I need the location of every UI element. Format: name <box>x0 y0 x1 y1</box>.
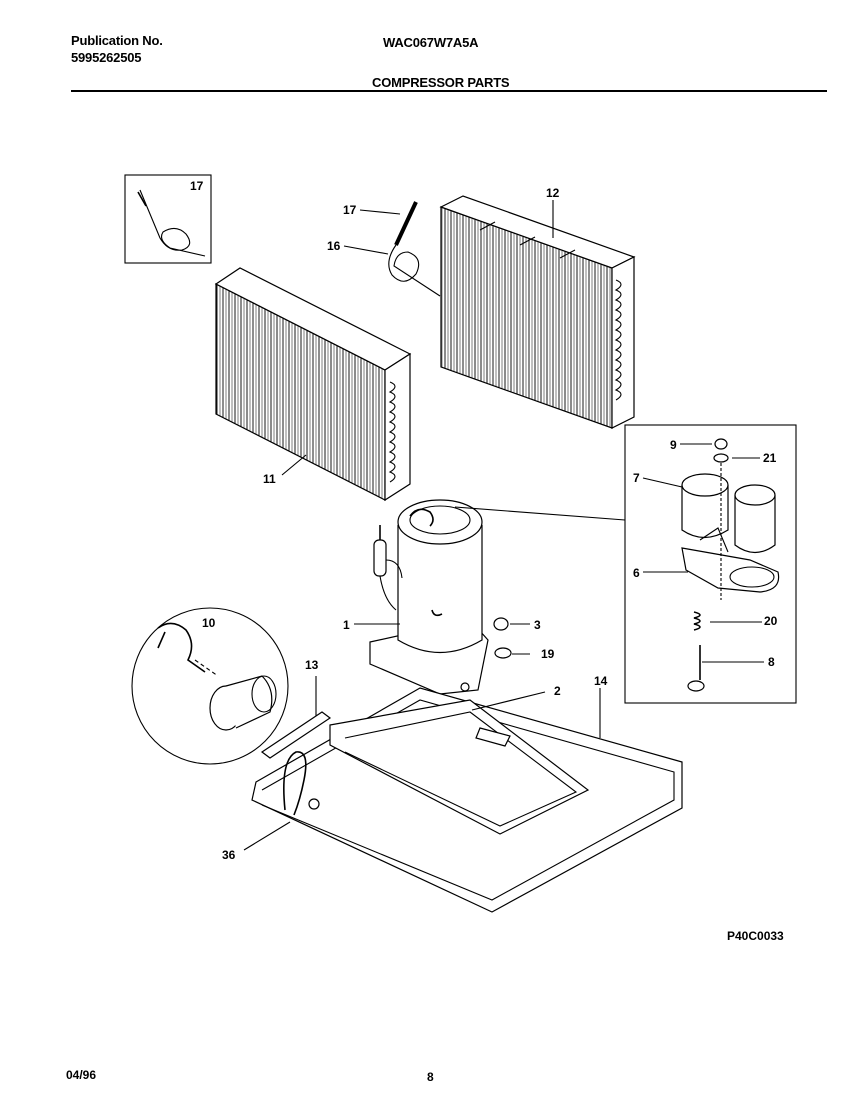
callout-3: 3 <box>534 618 541 632</box>
evaporator-coil <box>214 267 412 502</box>
publication-date: 04/96 <box>66 1068 97 1082</box>
callout-17-inset: 17 <box>190 179 204 193</box>
header-rule <box>71 90 827 92</box>
clamp-detail-circle <box>131 607 289 765</box>
callout-12: 12 <box>546 186 560 200</box>
callout-1: 1 <box>343 618 350 632</box>
callout-16: 16 <box>327 239 341 253</box>
callout-8: 8 <box>768 655 775 669</box>
publication-number: 5995262505 <box>71 50 142 65</box>
callout-2: 2 <box>554 684 561 698</box>
callout-9: 9 <box>670 438 677 452</box>
base-pan <box>251 687 683 913</box>
capillary-tube <box>388 201 441 297</box>
publication-label: Publication No. <box>71 33 163 48</box>
compressor <box>369 499 489 695</box>
callout-11: 11 <box>263 472 276 486</box>
drawing-code: P40C0033 <box>727 929 784 943</box>
page-number: 8 <box>427 1070 434 1084</box>
callout-20: 20 <box>764 614 778 628</box>
callout-13: 13 <box>305 658 319 672</box>
base-gasket <box>260 711 332 759</box>
section-title: COMPRESSOR PARTS <box>372 75 510 90</box>
callout-10: 10 <box>202 616 216 630</box>
model-number: WAC067W7A5A <box>383 35 479 50</box>
callout-7: 7 <box>633 471 640 485</box>
leader-lines <box>243 200 764 851</box>
capillary-inset <box>124 174 212 264</box>
callout-6: 6 <box>633 566 640 580</box>
callout-17: 17 <box>343 203 357 217</box>
callout-21: 21 <box>763 451 777 465</box>
callout-36: 36 <box>222 848 236 862</box>
callout-14: 14 <box>594 674 608 688</box>
condenser-coil <box>439 195 636 429</box>
callout-19: 19 <box>541 647 555 661</box>
mounting-detail-inset <box>454 424 797 704</box>
strap <box>283 751 307 816</box>
